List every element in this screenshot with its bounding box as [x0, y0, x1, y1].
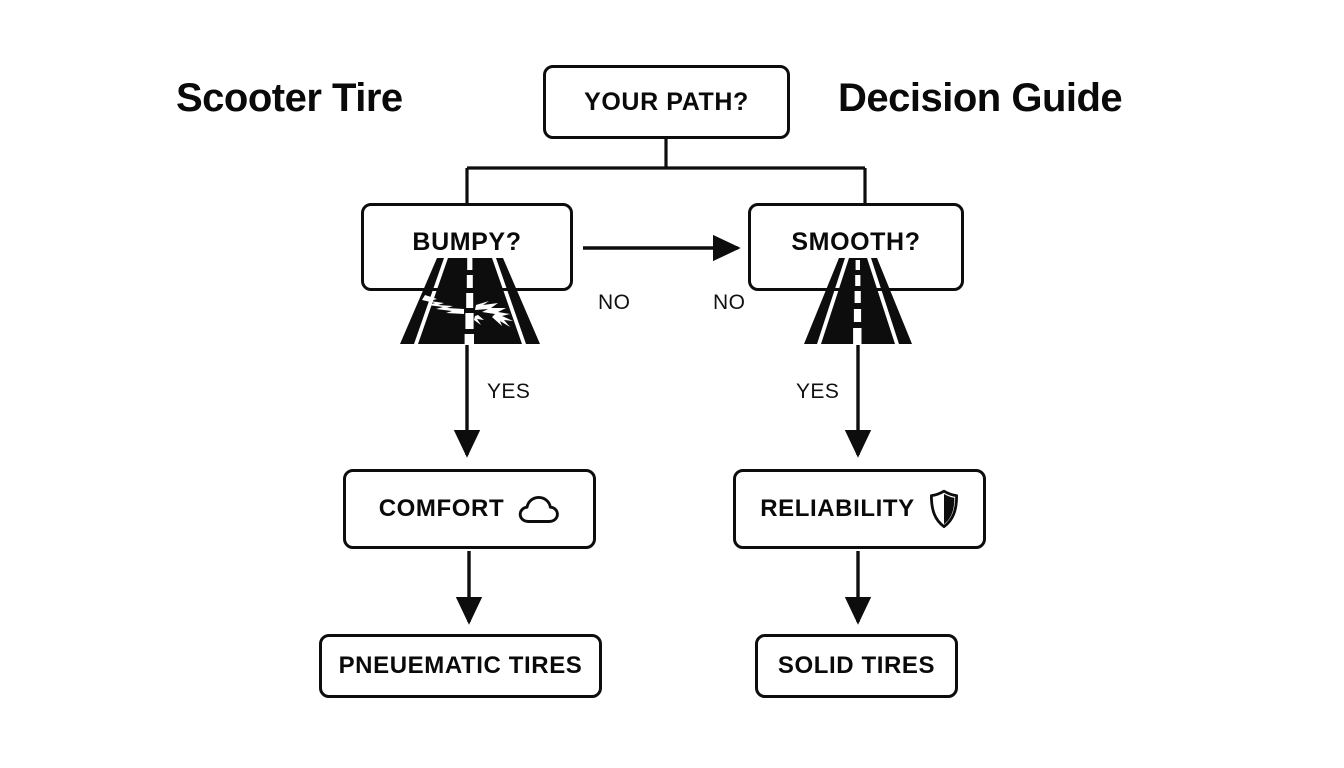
node-label: BUMPY? [412, 228, 522, 256]
edge-label-yes-right: YES [796, 380, 840, 403]
node-your-path[interactable]: YOUR PATH? [543, 65, 790, 139]
node-label: RELIABILITY [760, 495, 915, 522]
node-comfort[interactable]: COMFORT [343, 469, 596, 549]
node-pneumatic-tires[interactable]: PNEUEMATIC TIRES [319, 634, 602, 698]
node-label: SOLID TIRES [777, 652, 936, 679]
edge-label-yes-left: YES [487, 380, 531, 403]
cloud-icon [518, 494, 560, 524]
shield-icon [929, 489, 959, 529]
node-label: PNEUEMATIC TIRES [338, 652, 583, 679]
node-label: SMOOTH? [791, 228, 921, 256]
edge-label-no-right: NO [713, 291, 746, 314]
cracked-road-icon [392, 258, 548, 344]
node-solid-tires[interactable]: SOLID TIRES [755, 634, 958, 698]
smooth-road-icon [799, 258, 917, 344]
node-label: COMFORT [378, 495, 505, 522]
page-title-left: Scooter Tire [176, 76, 403, 120]
page-title-right: Decision Guide [838, 76, 1123, 120]
edge-label-no-left: NO [598, 291, 631, 314]
node-label: YOUR PATH? [584, 87, 749, 116]
node-reliability[interactable]: RELIABILITY [733, 469, 986, 549]
